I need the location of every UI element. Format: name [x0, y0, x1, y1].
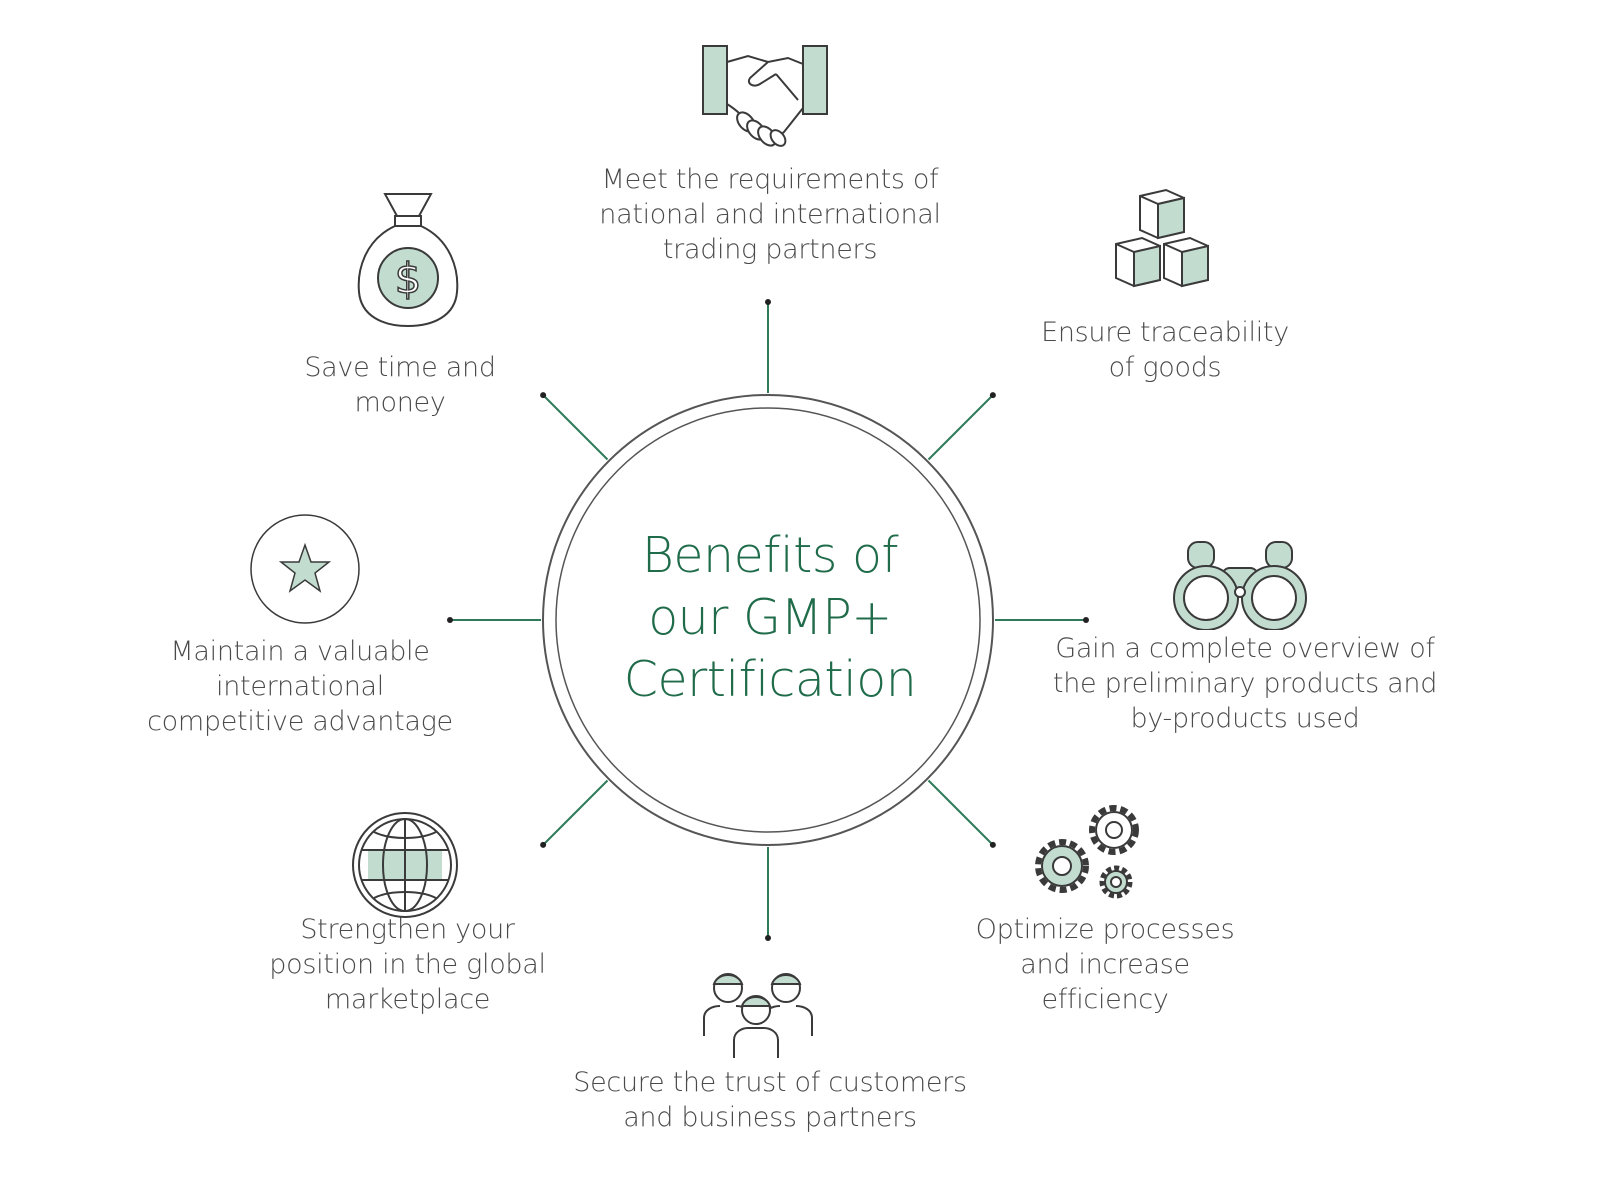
boxes-icon: [1110, 188, 1220, 298]
handshake-icon: [700, 42, 830, 152]
binoculars-icon: [1170, 540, 1310, 630]
benefit-label-save-time: Save time and money: [304, 352, 496, 418]
title-line-3: Certification: [623, 651, 917, 708]
benefit-label-global-position: Strengthen your position in the global m…: [269, 914, 546, 1015]
benefit-label-trading-partners: Meet the requirements of national and in…: [599, 164, 941, 265]
money-bag-icon: $: [355, 190, 461, 330]
benefit-label-trust: Secure the trust of customers and busine…: [573, 1067, 967, 1133]
title-line-1: Benefits of: [641, 527, 899, 584]
connector-dot-7: [447, 617, 453, 623]
globe-icon: [350, 810, 460, 920]
benefit-label-overview: Gain a complete overview of the prelimin…: [1052, 633, 1438, 734]
gears-icon: [1030, 800, 1150, 910]
diagram-title: Benefits of our GMP+ Certification: [590, 525, 950, 725]
connector-dot-8: [540, 392, 547, 399]
people-icon: [700, 968, 816, 1060]
hub-outer-ring: [542, 394, 994, 846]
connector-line-4: [927, 779, 994, 846]
connector-dot-4: [989, 841, 996, 848]
benefit-label-optimize: Optimize processes and increase efficien…: [975, 914, 1235, 1015]
benefit-label-competitive-advantage: Maintain a valuable international compet…: [147, 636, 453, 737]
svg-text:$: $: [395, 254, 422, 303]
connector-line-8: [542, 394, 609, 461]
connector-dot-2: [989, 392, 996, 399]
benefit-label-traceability: Ensure traceability of goods: [1041, 317, 1289, 383]
connector-dot-3: [1083, 617, 1089, 623]
star-badge-icon: [249, 513, 361, 625]
connector-line-2: [927, 394, 994, 461]
hub-inner-ring: [555, 407, 981, 833]
connector-dot-5: [765, 935, 771, 941]
connector-dot-6: [540, 841, 547, 848]
connector-line-6: [542, 779, 609, 846]
connector-dot-1: [765, 299, 771, 305]
title-line-2: our GMP+: [648, 589, 892, 646]
